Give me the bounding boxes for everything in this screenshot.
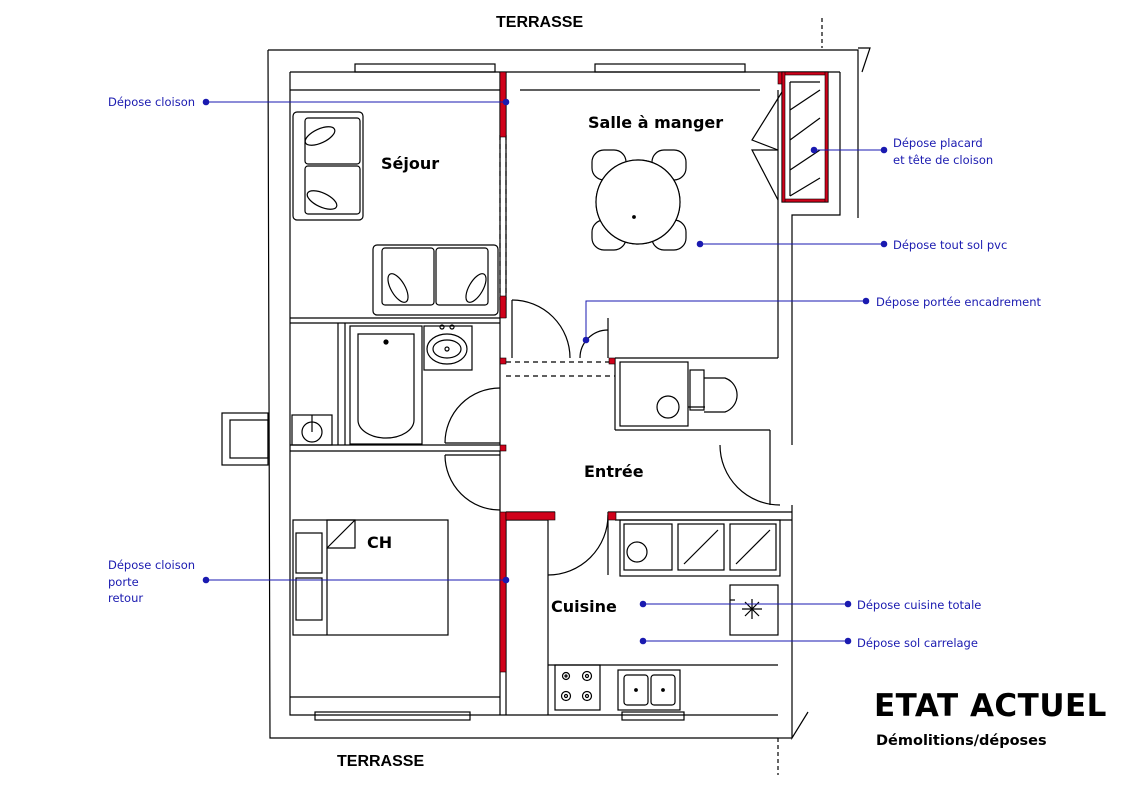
drawing-title: ETAT ACTUEL [874,688,1107,724]
note-depose-cloison-porte-line2: porte [108,574,139,589]
balcony-box [221,412,269,466]
windows [290,63,760,721]
room-entree: Entrée [584,462,644,481]
drawing-subtitle: Démolitions/déposes [876,733,1047,749]
sofa-left [292,111,364,221]
washbasin [423,324,473,371]
note-depose-placard-line1: Dépose placard [893,136,983,150]
closet [781,71,829,203]
terrace-bottom-label: TERRASSE [337,753,425,770]
note-depose-cloison-porte: Dépose cloison porte retour [108,557,195,607]
note-depose-cloison: Dépose cloison [108,95,196,109]
wc [619,361,738,427]
note-depose-cloison-porte-line1: Dépose cloison [108,558,196,572]
terrace-top-label: TERRASSE [496,14,584,31]
note-depose-carrelage: Dépose sol carrelage [857,636,978,650]
sofa-bottom [372,244,499,316]
room-cuisine: Cuisine [551,597,617,616]
demolition-marks [499,71,829,673]
note-depose-cloison-porte-line3: retour [108,591,144,605]
dashed-partitions [499,135,615,377]
note-depose-sol-pvc: Dépose tout sol pvc [893,238,1008,252]
kitchen-units [548,519,781,711]
note-depose-placard-line2: et tête de cloison [893,152,994,167]
room-salle-a-manger: Salle à manger [588,113,724,132]
annotation-leaders [202,98,888,645]
shower [291,414,333,446]
dining-table [591,149,687,251]
bathtub [349,325,423,445]
interior-walls [290,72,792,715]
doors [444,91,783,576]
note-depose-placard: Dépose placard et tête de cloison [893,135,993,168]
note-depose-cuisine: Dépose cuisine totale [857,598,982,612]
note-depose-portee: Dépose portée encadrement [876,295,1042,309]
room-chambre: CH [367,533,393,552]
bed [292,519,449,636]
room-sejour: Séjour [381,154,440,173]
